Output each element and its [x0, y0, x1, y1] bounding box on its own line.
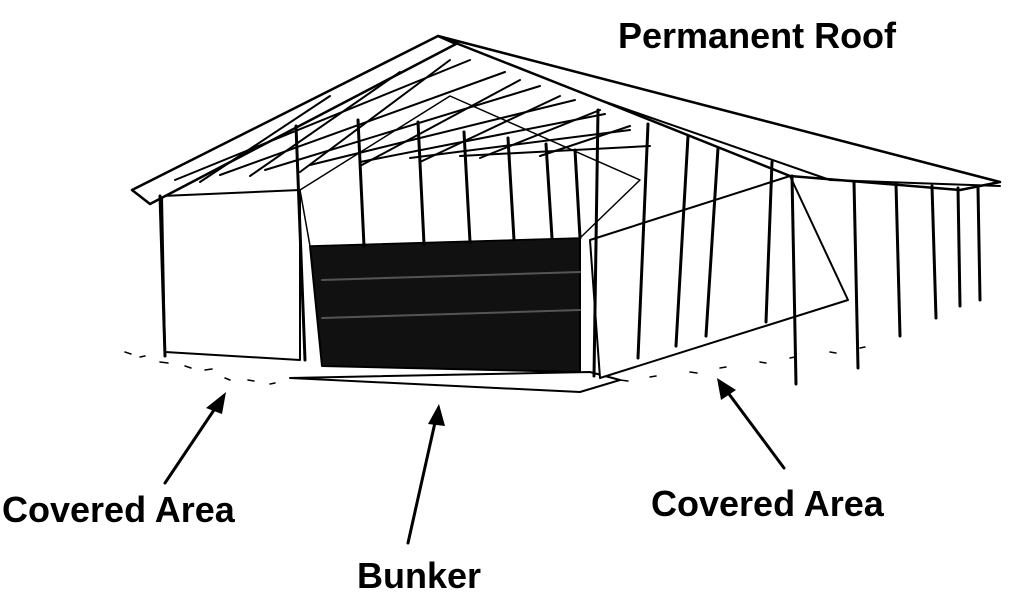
arrows: [163, 388, 786, 545]
bunker-wall: [309, 237, 581, 373]
permanent-roof-surface: [436, 34, 1002, 192]
arrow-right-covered-area: [724, 388, 786, 470]
label-covered-area-left: Covered Area: [2, 489, 235, 530]
roof-eave: [599, 99, 1001, 187]
arrowheads: [206, 378, 736, 426]
back-gable: [299, 95, 641, 247]
arrowhead-bunker: [428, 404, 445, 426]
side-posts: [592, 108, 982, 386]
arrowhead-left: [206, 392, 226, 414]
label-permanent-roof: Permanent Roof: [618, 15, 897, 56]
right-wall: [589, 175, 849, 379]
front-posts: [158, 118, 582, 362]
left-wall: [161, 189, 301, 361]
ground-shading: [124, 346, 866, 385]
bunker-floor: [289, 371, 621, 393]
roof-rafters: [199, 59, 631, 183]
arrowhead-right: [717, 378, 736, 400]
bunker-wall-planks: [321, 271, 581, 319]
arrow-bunker: [406, 416, 438, 545]
label-bunker: Bunker: [357, 555, 482, 596]
arrow-left-covered-area: [163, 402, 220, 485]
label-covered-area-right: Covered Area: [651, 483, 884, 524]
